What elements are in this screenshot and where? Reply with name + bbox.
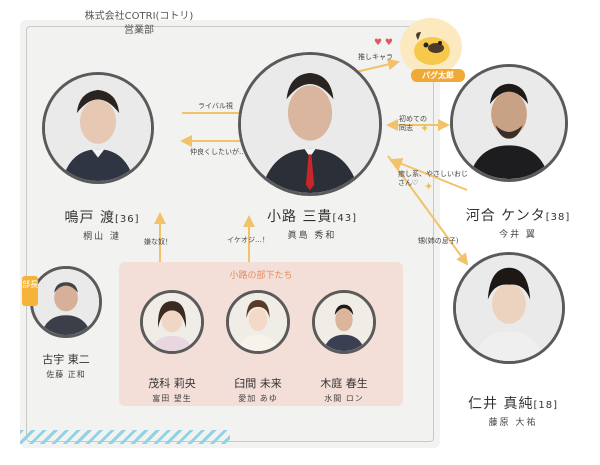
- actor-name: 今井 翼: [499, 230, 537, 240]
- name-usuma: 臼間 未来 愛加 あゆ: [216, 375, 300, 404]
- arrow-nephew: [387, 155, 469, 266]
- actor-name: 富田 望生: [152, 394, 192, 403]
- label-iyashi: 癒し系、やさしいおじさん♡: [398, 170, 468, 187]
- actor-name: 水間 ロン: [324, 394, 364, 403]
- sparkle-icon: ✦: [420, 122, 430, 135]
- label-iyana: 嫌な奴！: [144, 238, 172, 246]
- portrait-nii: [453, 252, 565, 364]
- character-name: 河合 ケンタ: [465, 208, 546, 224]
- arrow-suki: [355, 58, 400, 73]
- arrow-iyashi: [390, 158, 468, 191]
- mascot-pug-icon: [400, 18, 462, 76]
- label-nephew: 甥(姉の息子): [418, 237, 459, 245]
- portrait-usuma: [226, 290, 290, 354]
- name-koji: 小路 三貴[43] 眞島 秀和: [252, 206, 372, 241]
- portrait-koji: [238, 52, 382, 196]
- actor-name: 藤原 大祐: [488, 418, 538, 428]
- portrait-furuu: [30, 266, 102, 338]
- character-name: 小路 三貴: [267, 209, 333, 225]
- actor-name: 桐山 漣: [83, 232, 121, 242]
- character-name: 臼間 未来: [234, 377, 282, 390]
- actor-name: 眞島 秀和: [287, 231, 337, 241]
- character-age: [36]: [114, 214, 140, 225]
- sparkle-icon: ✦: [424, 180, 434, 193]
- decorative-stripes: [20, 430, 230, 444]
- character-name: 古宇 東二: [42, 353, 90, 366]
- actor-name: 愛加 あゆ: [238, 394, 278, 403]
- portrait-moshina: [140, 290, 204, 354]
- name-furuu: 古宇 東二 佐藤 正和: [28, 351, 104, 380]
- name-kawai: 河合 ケンタ[38] 今井 翼: [458, 205, 578, 240]
- name-naruto: 鳴戸 渡[36] 桐山 漣: [52, 207, 152, 242]
- character-age: [43]: [332, 213, 357, 224]
- name-kinoniwa: 木庭 春生 水間 ロン: [302, 375, 386, 404]
- label-friendly: 仲良くしたいが…: [190, 148, 246, 156]
- name-nii: 仁井 真純[18] 藤原 大祐: [458, 393, 568, 428]
- department-name: 営業部: [124, 25, 154, 36]
- character-name: 木庭 春生: [320, 377, 368, 390]
- character-name: 茂科 莉央: [148, 377, 196, 390]
- subordinates-title: 小路の部下たち: [229, 271, 293, 281]
- name-moshina: 茂科 莉央 富田 望生: [130, 375, 214, 404]
- label-rival: ライバル視: [198, 102, 233, 110]
- character-name: 鳴戸 渡: [64, 210, 115, 226]
- mascot-label: パグ太郎: [411, 69, 465, 82]
- company-name: 株式会社COTRI(コトリ): [84, 11, 194, 22]
- actor-name: 佐藤 正和: [46, 370, 86, 379]
- label-first-meet: 初めての同志: [399, 115, 427, 132]
- portrait-naruto: [42, 72, 154, 184]
- heart-icon: ♥ ♥: [374, 38, 393, 48]
- label-suki: 推しキャラ: [358, 53, 393, 61]
- company-title: 株式会社COTRI(コトリ) 営業部: [54, 10, 224, 38]
- portrait-kawai: [450, 64, 568, 182]
- badge-bucho: 部長: [22, 276, 38, 306]
- portrait-kinoniwa: [312, 290, 376, 354]
- character-age: [38]: [545, 212, 571, 223]
- label-ikeoji: イケオジ…！: [227, 236, 269, 244]
- character-age: [18]: [533, 400, 558, 411]
- character-name: 仁井 真純: [468, 396, 534, 412]
